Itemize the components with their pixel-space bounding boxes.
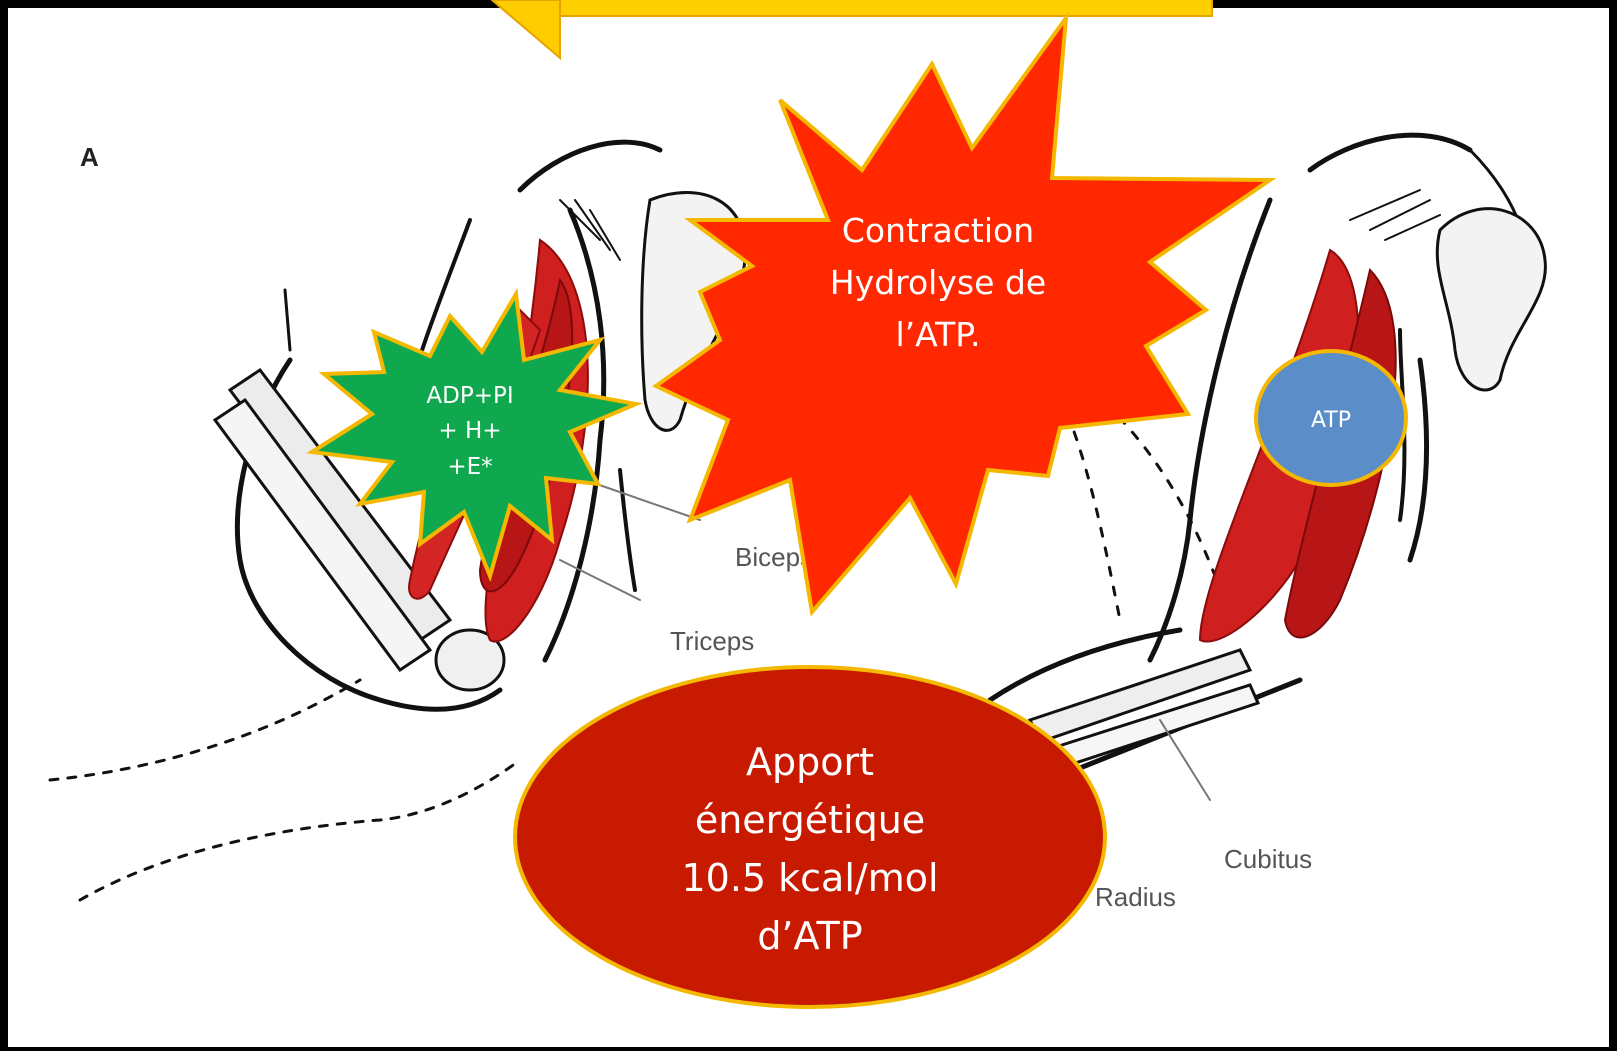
top-callout-shape: [492, 0, 1212, 58]
label-triceps: Triceps: [670, 626, 754, 656]
energy-line-3: 10.5 kcal/mol: [681, 856, 938, 900]
atp-label: ATP: [1311, 408, 1351, 433]
products-line-3: +E*: [447, 454, 492, 480]
energy-line-1: Apport: [746, 740, 874, 784]
products-line-1: ADP+PI: [426, 383, 513, 409]
products-line-2: + H+: [438, 418, 501, 444]
contraction-line-1: Contraction: [842, 211, 1034, 250]
label-cubitus: Cubitus: [1224, 844, 1312, 874]
energy-line-2: énergétique: [695, 798, 925, 842]
energy-line-4: d’ATP: [757, 914, 862, 958]
contraction-line-2: Hydrolyse de: [830, 263, 1046, 302]
contraction-line-3: l’ATP.: [895, 315, 980, 354]
label-radius: Radius: [1095, 882, 1176, 912]
figure-letter: A: [80, 142, 99, 172]
